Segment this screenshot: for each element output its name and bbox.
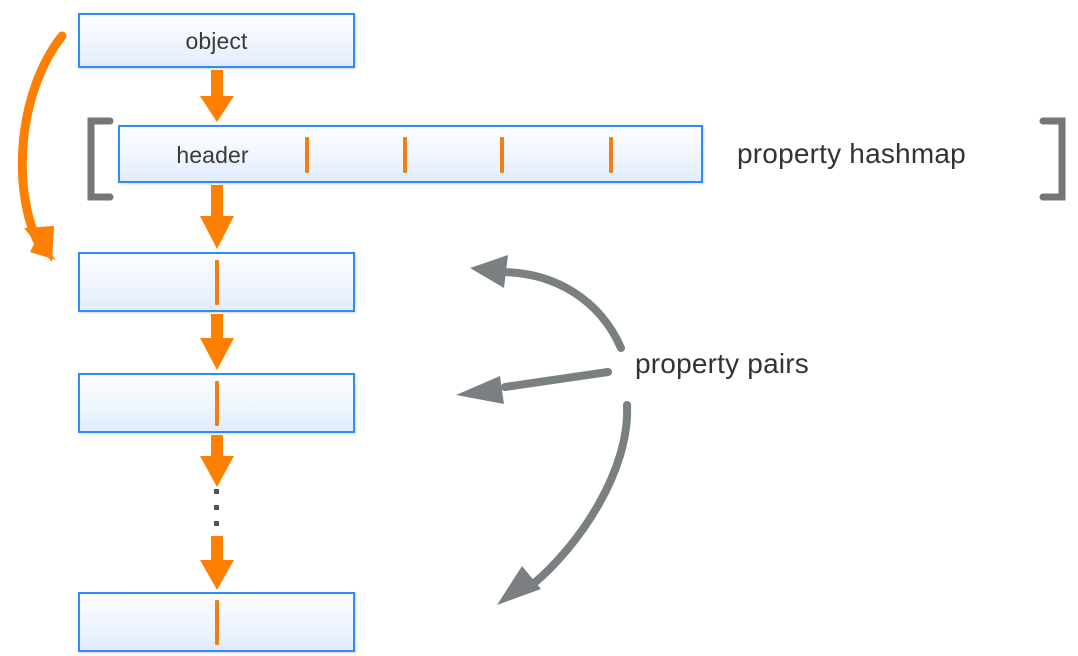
object-to-pairs-curved-arrow: [17, 31, 67, 262]
hashmap-slot-divider-3: [500, 137, 504, 173]
pair-box-1-divider: [215, 260, 219, 305]
pairs-callout-arrow-bottom: [497, 401, 632, 605]
pair-box-2-divider: [215, 381, 219, 426]
header-box-label: header: [176, 142, 249, 168]
left-bracket: [87, 117, 114, 201]
pair-box-last-divider: [215, 600, 219, 645]
ellipsis-dot-3: [214, 521, 219, 526]
pairs-callout-arrow-top: [470, 255, 625, 352]
object-to-header-arrow: [200, 70, 234, 122]
right-bracket: [1039, 117, 1066, 201]
ellipsis-dot-2: [214, 505, 219, 510]
pair2-to-ellipsis-arrow: [200, 435, 234, 487]
hashmap-slot-divider-2: [403, 137, 407, 173]
ellipsis-dot-1: [214, 489, 219, 494]
property-hashmap-caption: property hashmap: [737, 138, 966, 169]
hashmap-slot-divider-4: [609, 137, 613, 173]
pairs-callout-arrow-middle: [456, 368, 612, 404]
header-box[interactable]: [118, 125, 703, 183]
property-pairs-caption: property pairs: [635, 348, 809, 379]
header-to-pair1-arrow: [200, 185, 234, 249]
object-box-label: object: [185, 28, 248, 54]
object-box[interactable]: [78, 13, 355, 68]
ellipsis-to-last-pair-arrow: [200, 536, 234, 590]
hashmap-slot-divider-1: [305, 137, 309, 173]
pair1-to-pair2-arrow: [200, 314, 234, 370]
